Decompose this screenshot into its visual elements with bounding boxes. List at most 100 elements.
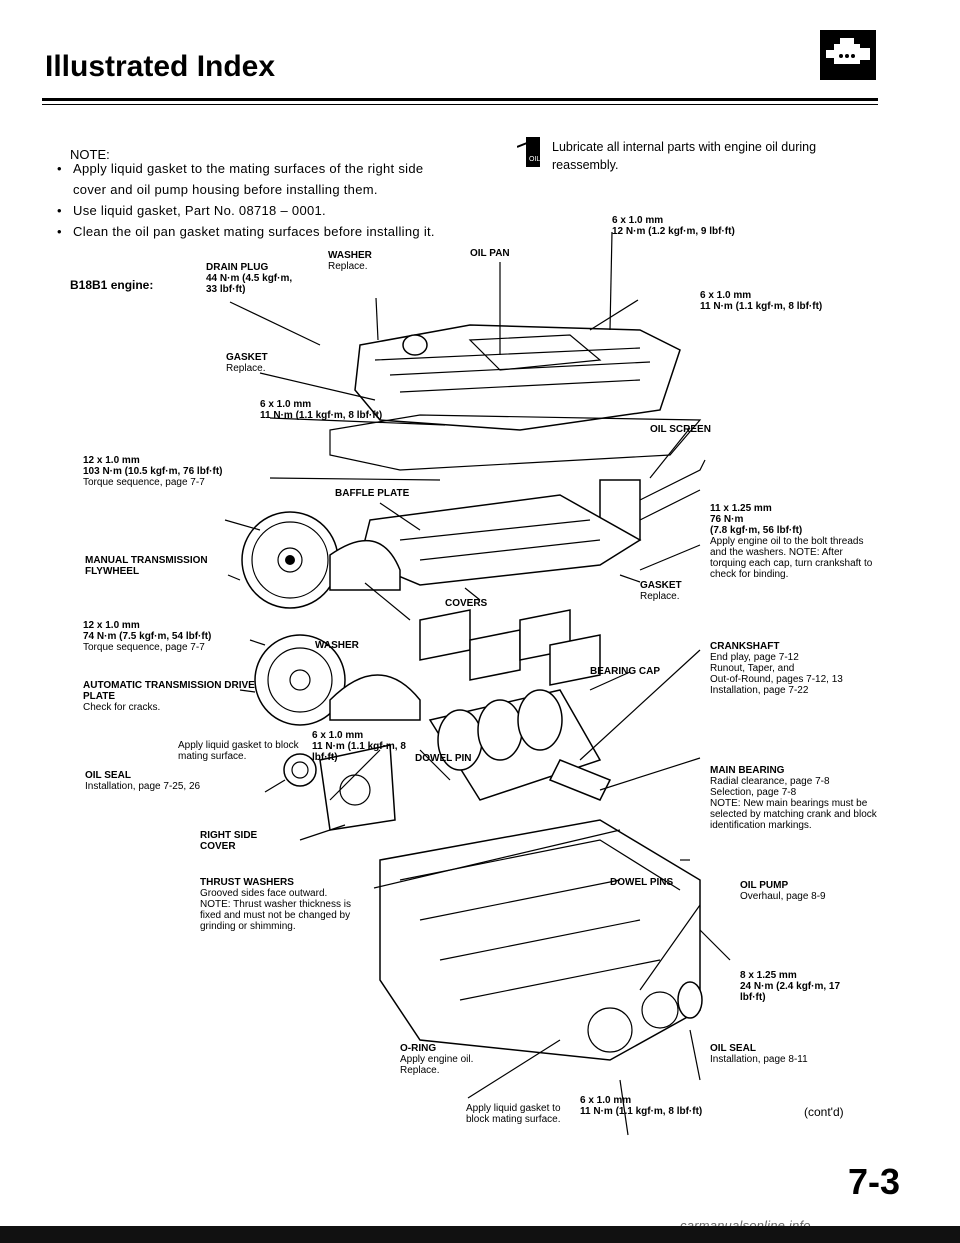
thrust-washers-line: NOTE: Thrust washer thickness is fixed a… (200, 899, 351, 932)
svg-text:OIL: OIL (529, 156, 540, 163)
page-title: Illustrated Index (45, 50, 276, 83)
gasket-pan-note: Replace. (226, 363, 266, 374)
manual-flywheel-label: MANUAL TRANSMISSION FLYWHEEL (85, 555, 208, 577)
gasket-cap-name: GASKET (640, 580, 682, 591)
right-side-cover-drawing (319, 744, 396, 831)
oil-screen-label: OIL SCREEN (650, 424, 711, 435)
oil-seal-1-name: OIL SEAL (85, 770, 131, 781)
cover-bolt-label: 6 x 1.0 mm 11 N·m (1.1 kgf·m, 8 lbf·ft) (312, 730, 412, 763)
screen-bolt-label: 6 x 1.0 mm 11 N·m (1.1 kgf·m, 8 lbf·ft) (700, 290, 880, 312)
pan-bolt-side-spec: 11 N·m (1.1 kgf·m, 8 lbf·ft) (260, 410, 383, 421)
washer-mid-label: WASHER (315, 640, 359, 651)
lower-cover-drawing (329, 674, 421, 721)
oil-seal-drawing (283, 753, 317, 787)
pump-bolt-small-size: 6 x 1.0 mm (580, 1095, 632, 1106)
pan-bolt-side-size: 6 x 1.0 mm (260, 399, 312, 410)
cover-bolt-spec: 11 N·m (1.1 kgf·m, 8 lbf·ft) (312, 741, 406, 763)
pump-bolt-small-label: 6 x 1.0 mm 11 N·m (1.1 kgf·m, 8 lbf·ft) (580, 1095, 750, 1117)
main-bearing-line: Selection, page 7-8 (710, 787, 797, 798)
cap-bolt-note: Apply engine oil to the bolt threads and… (710, 536, 873, 580)
drive-plate-note: Check for cracks. (83, 702, 161, 713)
screen-bolt-size: 6 x 1.0 mm (700, 290, 752, 301)
flywheel-drawing (241, 511, 339, 609)
bearing-caps-drawing (419, 609, 601, 686)
washer-top-name: WASHER (328, 250, 372, 261)
main-bearing-name: MAIN BEARING (710, 765, 785, 776)
main-bearing-line: NOTE: New main bearings must be selected… (710, 798, 877, 831)
note-item: Use liquid gasket, Part No. 08718 – 0001… (55, 200, 455, 221)
oil-can-icon: OIL (516, 133, 545, 174)
flywheel-bolt-label: 12 x 1.0 mm 103 N·m (10.5 kgf·m, 76 lbf·… (83, 455, 283, 488)
thrust-washers-line: Grooved sides face outward. (200, 888, 328, 899)
o-ring-label: O-RING Apply engine oil. Replace. (400, 1043, 480, 1076)
page-bottom-edge (0, 1226, 960, 1243)
page-number: 7-3 (847, 1161, 900, 1202)
dowel-pins-label: DOWEL PINS (610, 877, 674, 888)
lube-note: Lubricate all internal parts with engine… (552, 140, 817, 172)
oil-pump-note: Overhaul, page 8-9 (740, 891, 826, 902)
drive-plate-label: AUTOMATIC TRANSMISSION DRIVE PLATE Check… (83, 680, 258, 713)
pump-oil-seal-drawing (677, 981, 703, 1019)
cap-bolt-spec2: (7.8 kgf·m, 56 lbf·ft) (710, 525, 803, 536)
washer-top-label: WASHER Replace. (328, 250, 372, 272)
dowel-pin-label: DOWEL PIN (415, 753, 472, 764)
gasket-cap-note: Replace. (640, 591, 680, 602)
thrust-washers-name: THRUST WASHERS (200, 877, 294, 888)
drive-plate-bolt-label: 12 x 1.0 mm 74 N·m (7.5 kgf·m, 54 lbf·ft… (83, 620, 273, 653)
pump-bolt-size: 8 x 1.25 mm (740, 970, 797, 981)
liquid-gasket-label-2: Apply liquid gasket to block mating surf… (466, 1103, 561, 1125)
crankshaft-line: End play, page 7-12 (710, 652, 799, 663)
note-item: Clean the oil pan gasket mating surfaces… (55, 221, 455, 242)
oil-pump-label: OIL PUMP Overhaul, page 8-9 (740, 880, 880, 902)
note-list: Apply liquid gasket to the mating surfac… (55, 158, 455, 242)
oil-seal-1-label: OIL SEAL Installation, page 7-25, 26 (85, 770, 265, 792)
pan-bolt-top-label: 6 x 1.0 mm 12 N·m (1.2 kgf·m, 9 lbf·ft) (612, 215, 792, 237)
drain-plug-label: DRAIN PLUG 44 N·m (4.5 kgf·m, 33 lbf·ft) (206, 262, 306, 295)
pan-bolt-side-label: 6 x 1.0 mm 11 N·m (1.1 kgf·m, 8 lbf·ft) (260, 399, 460, 421)
o-ring-note: Apply engine oil. Replace. (400, 1054, 474, 1076)
crankshaft-line: Installation, page 7-22 (710, 685, 809, 696)
pump-bolt-small-spec: 11 N·m (1.1 kgf·m, 8 lbf·ft) (580, 1106, 703, 1117)
bearing-cap-label: BEARING CAP (590, 666, 661, 677)
drive-plate-bolt-size: 12 x 1.0 mm (83, 620, 140, 631)
flywheel-bolt-spec: 103 N·m (10.5 kgf·m, 76 lbf·ft) (83, 466, 223, 477)
crankshaft-label: CRANKSHAFT End play, page 7-12 Runout, T… (710, 641, 880, 696)
engine-icon (820, 30, 876, 80)
liquid-gasket-label-1: Apply liquid gasket to block mating surf… (178, 740, 299, 762)
oil-pan-label: OIL PAN (470, 248, 510, 259)
o-ring-name: O-RING (400, 1043, 437, 1054)
screen-bolt-spec: 11 N·m (1.1 kgf·m, 8 lbf·ft) (700, 301, 823, 312)
drain-plug-spec: 44 N·m (4.5 kgf·m, 33 lbf·ft) (206, 273, 293, 295)
drain-plug-name: DRAIN PLUG (206, 262, 269, 273)
flywheel-bolt-note: Torque sequence, page 7-7 (83, 477, 205, 488)
covers-label: COVERS (445, 598, 488, 609)
engine-label: B18B1 engine: (70, 278, 154, 292)
baffle-plate-drawing (359, 494, 642, 586)
cap-bolt-label: 11 x 1.25 mm 76 N·m (7.8 kgf·m, 56 lbf·f… (710, 503, 875, 580)
gasket-pan-label: GASKET Replace. (226, 352, 268, 374)
drive-plate-name: AUTOMATIC TRANSMISSION DRIVE PLATE (83, 680, 255, 702)
right-side-cover-label: RIGHT SIDE COVER (200, 830, 258, 852)
oil-seal-2-label: OIL SEAL Installation, page 8-11 (710, 1043, 870, 1065)
drive-plate-bolt-spec: 74 N·m (7.5 kgf·m, 54 lbf·ft) (83, 631, 212, 642)
header-rule-thin (42, 104, 878, 105)
note-item: Apply liquid gasket to the mating surfac… (55, 158, 455, 200)
crankshaft-line: Out-of-Round, pages 7-12, 13 (710, 674, 843, 685)
crankshaft-drawing (428, 689, 612, 801)
crankshaft-line: Runout, Taper, and (710, 663, 795, 674)
gasket-cap-label: GASKET Replace. (640, 580, 682, 602)
cap-bolt-size: 11 x 1.25 mm (710, 503, 772, 514)
flywheel-bolt-size: 12 x 1.0 mm (83, 455, 140, 466)
pan-bolt-top-size: 6 x 1.0 mm (612, 215, 664, 226)
header-rule (42, 98, 878, 101)
engine-icon-graphic (826, 38, 870, 64)
crankshaft-name: CRANKSHAFT (710, 641, 780, 652)
pump-bolt-spec: 24 N·m (2.4 kgf·m, 17 lbf·ft) (740, 981, 841, 1003)
thrust-washers-label: THRUST WASHERS Grooved sides face outwar… (200, 877, 370, 932)
pan-bolt-top-spec: 12 N·m (1.2 kgf·m, 9 lbf·ft) (612, 226, 735, 237)
cap-bolt-spec1: 76 N·m (710, 514, 744, 525)
main-bearing-line: Radial clearance, page 7-8 (710, 776, 830, 787)
oil-seal-1-note: Installation, page 7-25, 26 (85, 781, 201, 792)
main-bearing-label: MAIN BEARING Radial clearance, page 7-8 … (710, 765, 880, 831)
